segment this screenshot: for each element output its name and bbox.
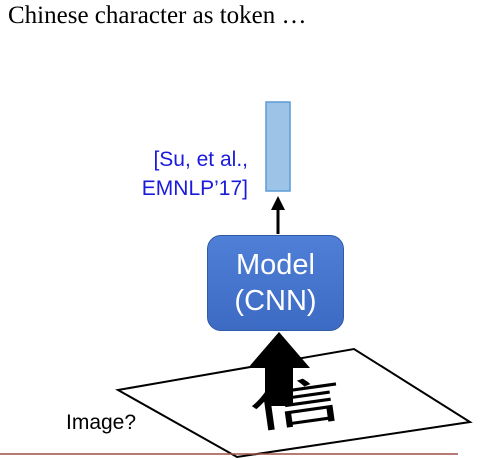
model-label-line-1: Model (236, 249, 315, 281)
thick-arrow-head (248, 332, 310, 368)
svg-text:信: 信 (245, 369, 347, 440)
slide-title: Chinese character as token … (8, 2, 307, 29)
output-vector (265, 101, 291, 192)
image-label: Image? (66, 411, 137, 434)
citation-line-1: [Su, et al., (153, 148, 248, 171)
citation: [Su, et al., EMNLP’17] (98, 145, 248, 203)
thick-arrow-shaft (265, 366, 293, 406)
chinese-character: 信 (245, 369, 347, 440)
thin-arrow-head (271, 196, 285, 210)
model-label-line-2: (CNN) (234, 285, 317, 317)
model-box: Model (CNN) (207, 235, 344, 331)
citation-line-2: EMNLP’17] (141, 177, 248, 200)
